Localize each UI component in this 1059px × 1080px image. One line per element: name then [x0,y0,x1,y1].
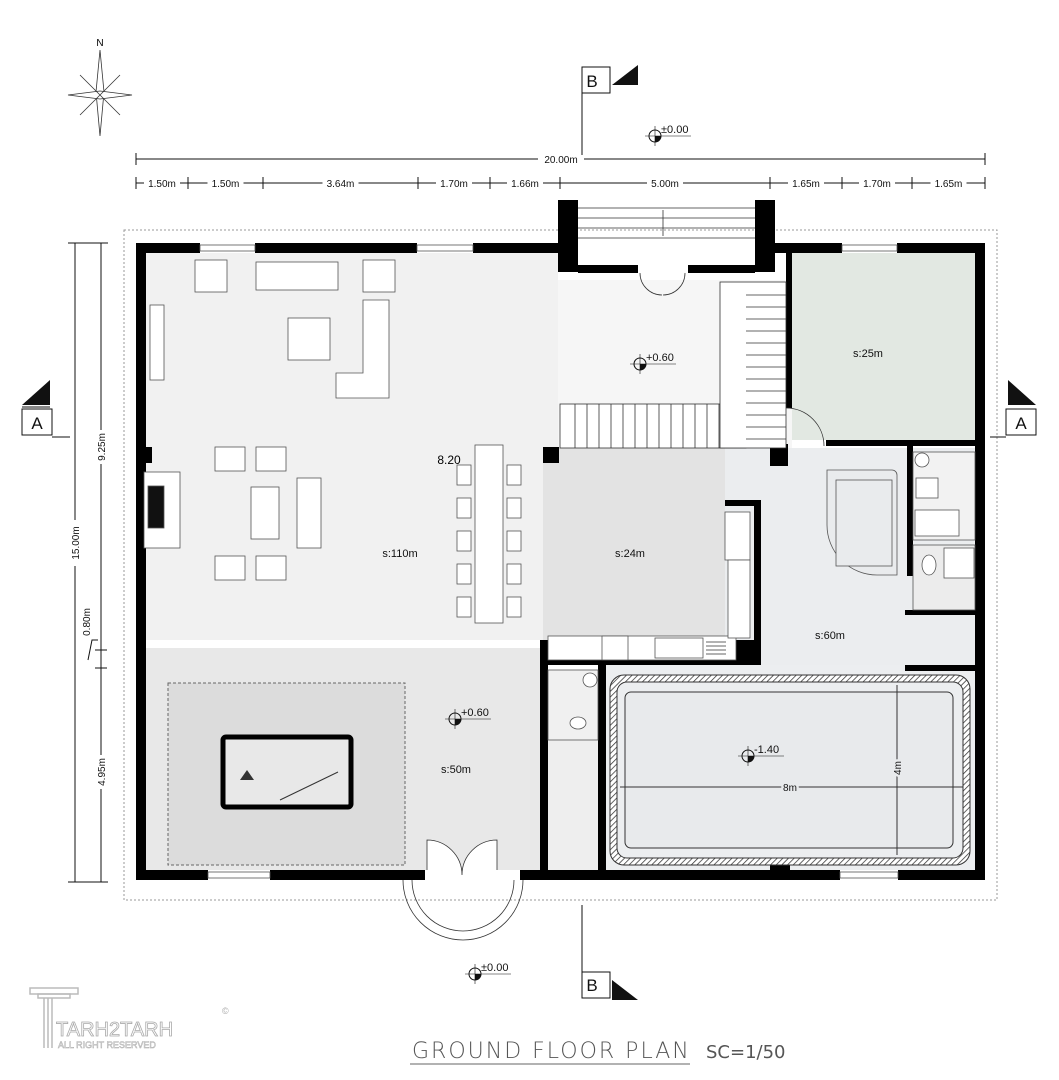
level-marker-entrance_top: ±0.00 [645,124,691,146]
width-segment-label: 5.00m [651,179,679,190]
chair [456,530,472,552]
chair [506,464,522,486]
kitchen [543,448,725,640]
width-segment-label: 1.50m [212,179,240,190]
dining-chairs [456,464,522,618]
pool-length: 8m [783,783,797,794]
windows [199,244,899,879]
height-seg-1: 9.25m [97,433,108,461]
section-marker-b-bottom: B [581,905,638,1000]
svg-text:B: B [586,976,597,995]
bedroom [792,253,975,440]
width-segment-label: 1.70m [863,179,891,190]
chair [506,563,522,585]
kitchen-counters [547,511,751,661]
room-label-living: s:110m [382,548,417,560]
bathroom-fixtures [547,451,976,741]
width-segment-label: 3.64m [327,179,355,190]
total-width-label: 20.00m [544,155,577,166]
svg-text:±0.00: ±0.00 [481,962,508,974]
width-segment-label: 1.70m [440,179,468,190]
total-height-label: 15.00m [71,526,82,559]
chair [456,497,472,519]
chair [456,464,472,486]
svg-text:B: B [586,72,597,91]
svg-text:+0.60: +0.60 [646,352,674,364]
logo: TARH2TARH ALL RIGHT RESERVED © [29,987,229,1050]
width-segment-label: 1.65m [792,179,820,190]
swimming-pool [609,674,971,866]
svg-text:©: © [222,1006,229,1016]
level-marker-entrance_bottom: ±0.00 [465,962,511,984]
stair-mark: 8.20 [437,453,461,467]
chair [506,497,522,519]
north-label: N [96,38,103,49]
svg-text:A: A [31,414,43,433]
room-label-kitchen: s:24m [615,548,645,560]
room-label-bedroom: s:25m [853,348,883,360]
living-furniture [143,259,504,624]
chair [506,596,522,618]
level-marker-billiard: +0.60 [445,707,491,729]
entry-steps [578,207,755,296]
section-marker-a-left: A [21,380,70,438]
svg-text:-1.40: -1.40 [754,744,779,756]
level-marker-hall: +0.60 [630,352,676,374]
svg-text:±0.00: ±0.00 [661,124,688,136]
section-marker-b-top: B [581,65,638,155]
svg-text:ALL RIGHT RESERVED: ALL RIGHT RESERVED [58,1040,156,1050]
staircase [559,281,787,449]
front-bay [402,839,524,941]
level-marker-pool: -1.40 [738,744,784,766]
height-seg-3: 4.95m [97,758,108,786]
height-seg-2: 0.80m [82,608,93,636]
chair [456,563,472,585]
room-label-pool-hall: s:60m [815,630,845,642]
section-marker-a-right: A [990,380,1037,438]
north-arrow-icon: N [67,38,133,137]
width-segment-label: 1.66m [511,179,539,190]
room-label-billiard: s:50m [441,764,471,776]
svg-text:+0.60: +0.60 [461,707,489,719]
chair [506,530,522,552]
width-segment-label: 1.50m [148,179,176,190]
svg-text:A: A [1015,414,1027,433]
width-segment-label: 1.65m [935,179,963,190]
svg-text:TARH2TARH: TARH2TARH [56,1019,173,1041]
billiard-table [220,734,354,810]
pool-width: 4m [893,761,904,775]
plan-scale: SC=1/50 [706,1042,786,1063]
plan-title: GROUND FLOOR PLAN [412,1039,691,1064]
walls [136,200,985,880]
chair [456,596,472,618]
door-swing [785,407,825,447]
